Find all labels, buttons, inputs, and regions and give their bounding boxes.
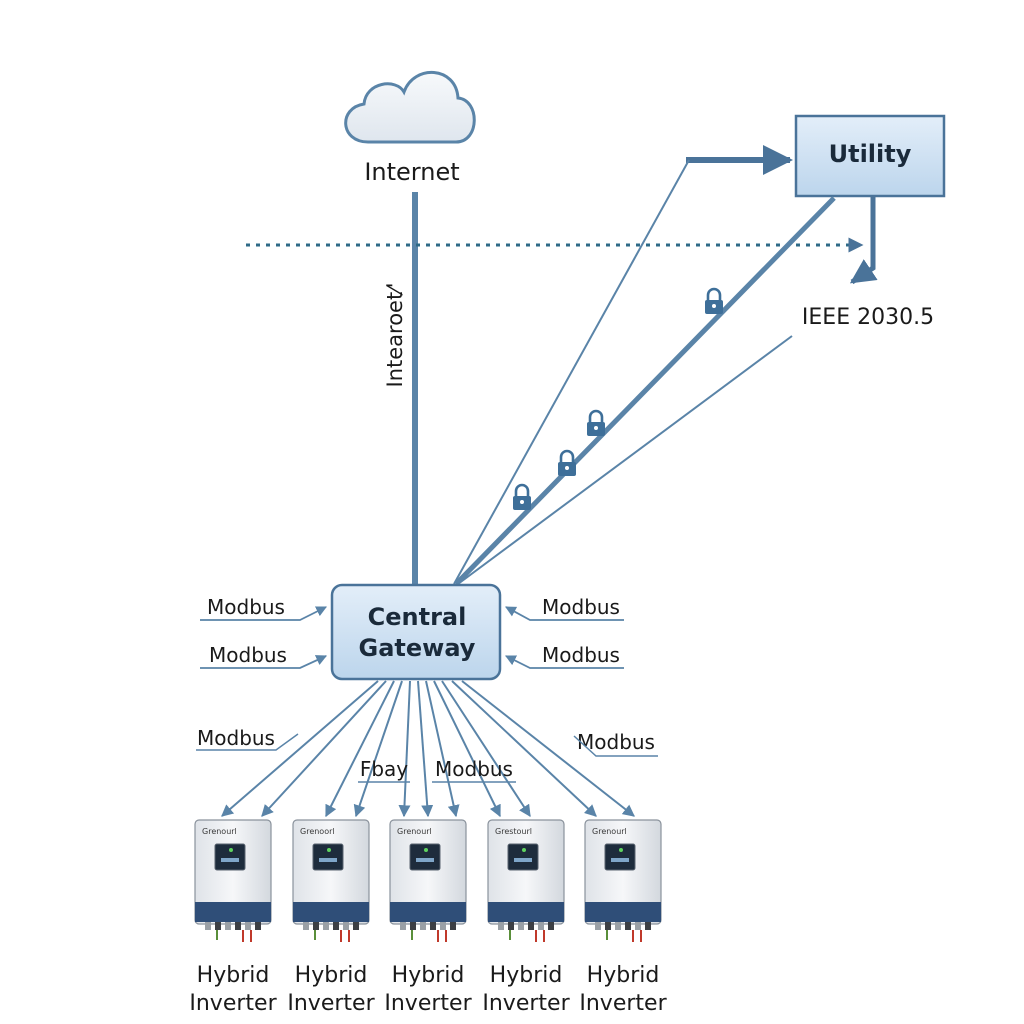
- inverter-label-line1: Hybrid: [295, 963, 368, 988]
- modbus-label-right-bottom: Modbus: [542, 643, 620, 667]
- gateway-inverter-links: [221, 680, 635, 818]
- inverter-label-line1: Hybrid: [197, 963, 270, 988]
- inverter-brand-label: Grenoorl: [300, 827, 335, 836]
- inverter-terminals: [498, 922, 554, 942]
- gateway-utility-line-b: [454, 196, 836, 586]
- inverter-label-line1: Hybrid: [392, 963, 465, 988]
- lock-icon: [705, 287, 723, 314]
- modbus-label-left-bottom: Modbus: [209, 643, 287, 667]
- fbay-label: Fbay: [360, 757, 408, 781]
- inverter-brand-label: Grenourl: [202, 827, 237, 836]
- vertical-link-label: Intearoet⁄': [383, 283, 407, 388]
- modbus-label-right-top: Modbus: [542, 595, 620, 619]
- status-led-icon: [424, 848, 428, 852]
- inverter-terminals: [205, 922, 261, 942]
- inverter-display: [604, 843, 636, 871]
- lock-icon: [513, 483, 531, 510]
- inverter-label-line2: Inverter: [579, 991, 667, 1016]
- utility-down-connector: [849, 196, 878, 285]
- cloud-icon: [344, 70, 476, 144]
- utility-label: Utility: [829, 140, 912, 168]
- central-gateway-box: [330, 583, 502, 681]
- modbus-arrow-left-bottom: [200, 655, 327, 669]
- inverter-display: [507, 843, 539, 871]
- inverter-brand-label: Grenourl: [592, 827, 627, 836]
- inverter-label-line2: Inverter: [189, 991, 277, 1016]
- lock-icon: [587, 409, 605, 436]
- modbus-label-left-top: Modbus: [207, 595, 285, 619]
- modbus-underline-far-left: [196, 733, 299, 751]
- inverter-label-line2: Inverter: [482, 991, 570, 1016]
- status-led-icon: [229, 848, 233, 852]
- inverter-display: [409, 843, 441, 871]
- inverter-brand-label: Grenourl: [397, 827, 432, 836]
- inverter-terminals: [595, 922, 651, 942]
- inverter-label-line1: Hybrid: [490, 963, 563, 988]
- gateway-label-line1: Central: [368, 603, 467, 631]
- inverter-label-line2: Inverter: [287, 991, 375, 1016]
- lock-icon: [558, 449, 576, 476]
- inverter-display: [214, 843, 246, 871]
- internet-label: Internet: [364, 158, 459, 186]
- inverter-terminals: [400, 922, 456, 942]
- standard-label: IEEE 2030.5: [802, 305, 934, 330]
- modbus-label-mid: Modbus: [435, 757, 513, 781]
- utility-box: [794, 114, 946, 198]
- modbus-label-far-left: Modbus: [197, 726, 275, 750]
- modbus-arrow-right-top: [505, 606, 624, 621]
- status-led-icon: [619, 848, 623, 852]
- status-led-icon: [522, 848, 526, 852]
- inverter-label-line1: Hybrid: [587, 963, 660, 988]
- gateway-label-line2: Gateway: [359, 634, 476, 662]
- gateway-utility-line-c: [457, 335, 793, 585]
- modbus-label-far-right: Modbus: [577, 730, 655, 754]
- modbus-arrow-left-top: [200, 606, 327, 621]
- inverter-group: GrenourlHybridInverterGrenoorlHybridInve…: [189, 819, 668, 1016]
- modbus-underline-far-right: [573, 735, 658, 757]
- modbus-arrow-right-bottom: [505, 655, 624, 669]
- inverter-label-line2: Inverter: [384, 991, 472, 1016]
- gateway-utility-line-a: [453, 159, 690, 585]
- status-led-icon: [327, 848, 331, 852]
- inverter-brand-label: Grestourl: [495, 827, 532, 836]
- inverter-terminals: [303, 922, 359, 942]
- inverter-display: [312, 843, 344, 871]
